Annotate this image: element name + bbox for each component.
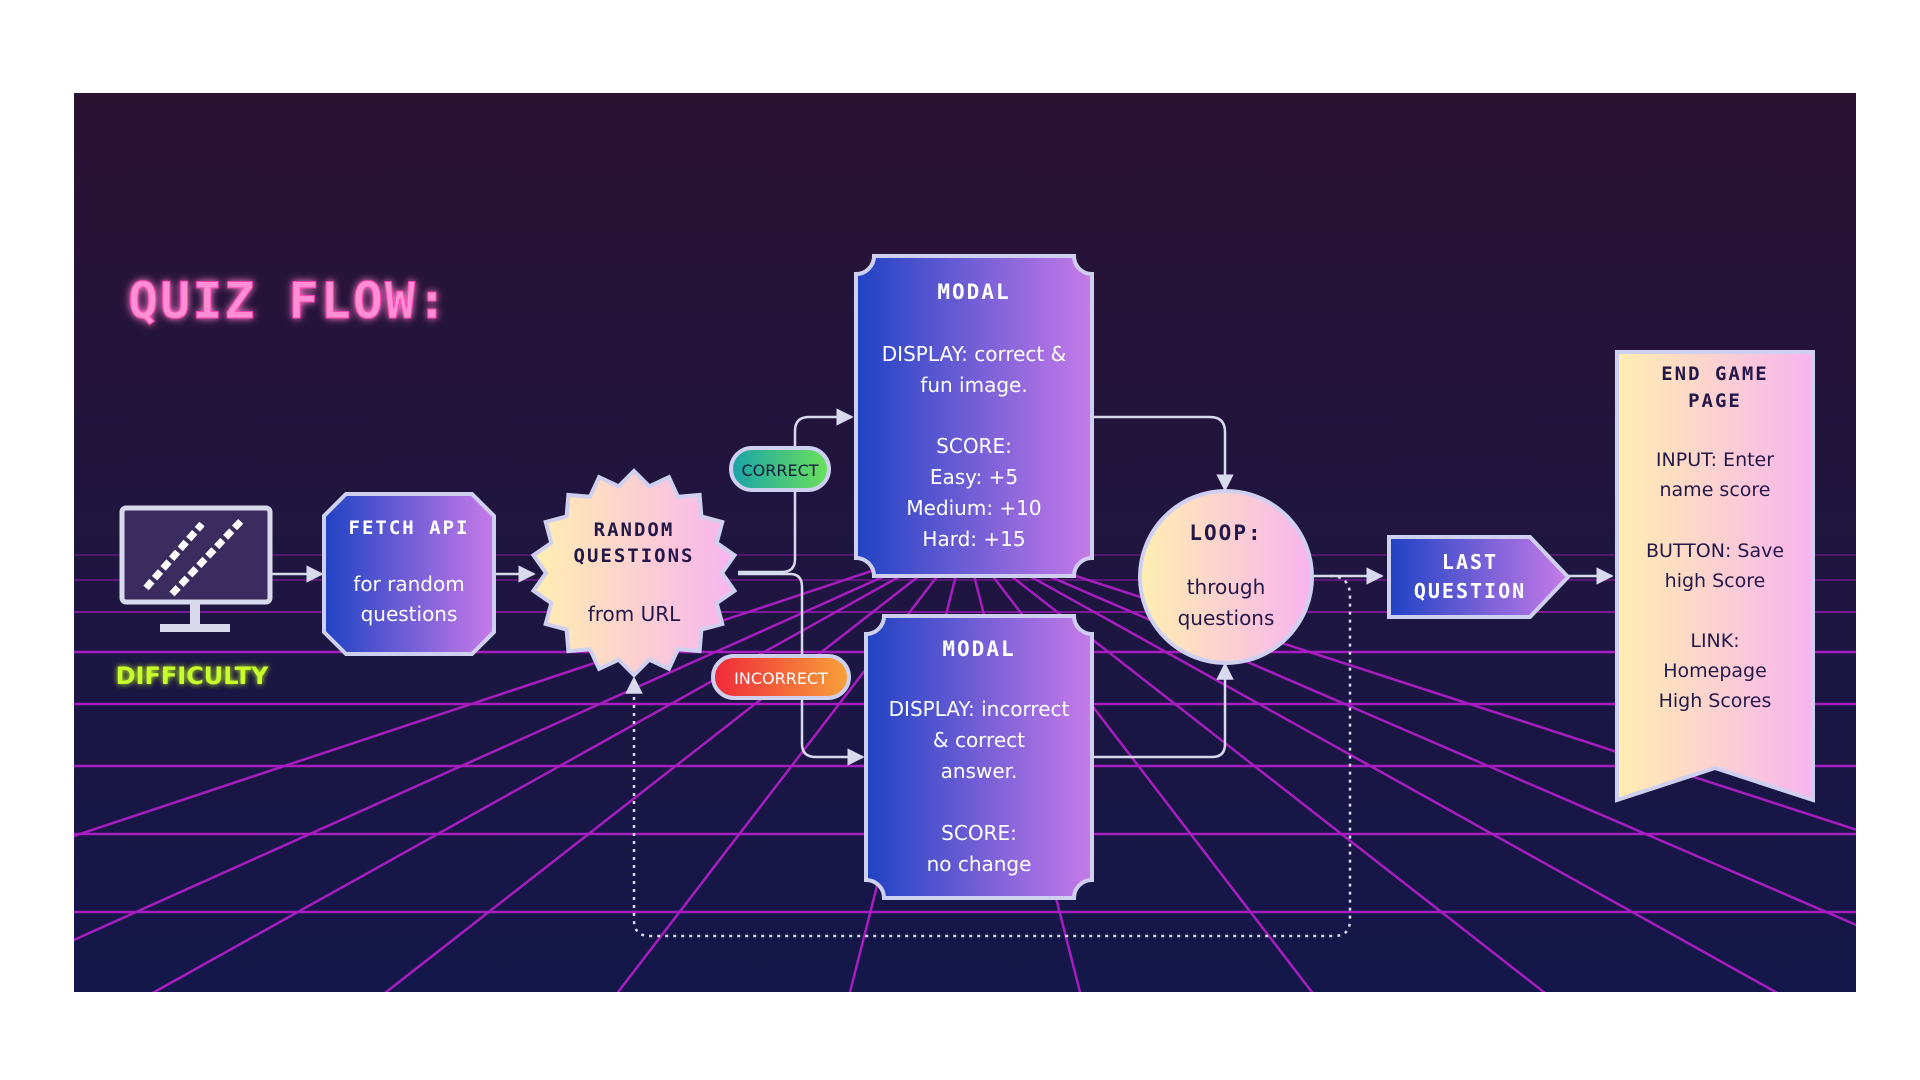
- random-questions-node: RANDOM QUESTIONS from URL: [530, 468, 738, 678]
- modal-correct-display1: DISPLAY: correct &: [882, 342, 1066, 366]
- loop-line2: questions: [1178, 606, 1275, 630]
- random-questions-body: from URL: [588, 602, 681, 626]
- modal-correct-display2: fun image.: [920, 373, 1027, 397]
- monitor-icon: [119, 505, 273, 632]
- modal-incorrect-display3: answer.: [941, 759, 1018, 783]
- incorrect-badge-label: INCORRECT: [734, 669, 828, 688]
- end-game-input2: name score: [1660, 479, 1771, 501]
- random-questions-title1: RANDOM: [594, 519, 675, 541]
- loop-node: LOOP: through questions: [1138, 489, 1314, 665]
- end-game-input1: INPUT: Enter: [1656, 449, 1774, 471]
- random-questions-title2: QUESTIONS: [574, 545, 695, 567]
- correct-badge-label: CORRECT: [741, 461, 818, 480]
- modal-incorrect-title: MODAL: [942, 637, 1015, 661]
- end-game-button1: BUTTON: Save: [1646, 540, 1784, 562]
- correct-badge: CORRECT: [729, 446, 831, 492]
- difficulty-label: DIFFICULTY: [116, 662, 269, 690]
- fetch-api-node: FETCH API for random questions: [322, 492, 496, 656]
- modal-correct-easy: Easy: +5: [930, 465, 1018, 489]
- loop-title: LOOP:: [1189, 521, 1262, 545]
- end-game-title2: PAGE: [1688, 390, 1742, 412]
- last-question-line1: LAST: [1442, 550, 1498, 574]
- modal-correct-title: MODAL: [937, 280, 1010, 304]
- incorrect-badge: INCORRECT: [711, 654, 851, 700]
- modal-correct-medium: Medium: +10: [906, 496, 1041, 520]
- last-question-line2: QUESTION: [1414, 579, 1526, 603]
- modal-incorrect-score-value: no change: [927, 852, 1032, 876]
- modal-incorrect-score-label: SCORE:: [941, 821, 1017, 845]
- last-question-node: LAST QUESTION: [1387, 535, 1571, 619]
- fetch-api-title: FETCH API: [349, 517, 470, 539]
- end-game-page-node: END GAME PAGE INPUT: Enter name score BU…: [1615, 350, 1815, 803]
- modal-incorrect-display1: DISPLAY: incorrect: [889, 697, 1070, 721]
- modal-incorrect-node: MODAL DISPLAY: incorrect & correct answe…: [864, 614, 1094, 900]
- modal-correct-score-label: SCORE:: [936, 434, 1012, 458]
- modal-correct-hard: Hard: +15: [922, 527, 1025, 551]
- end-game-link1: LINK:: [1690, 630, 1739, 652]
- connectors: [272, 408, 1614, 938]
- loop-line1: through: [1187, 575, 1266, 599]
- end-game-link3: High Scores: [1659, 690, 1772, 712]
- end-game-title1: END GAME: [1661, 363, 1769, 385]
- fetch-api-line2: questions: [361, 602, 458, 626]
- end-game-link2: Homepage: [1663, 660, 1767, 682]
- end-game-button2: high Score: [1665, 570, 1766, 592]
- fetch-api-line1: for random: [353, 572, 464, 596]
- diagram-title: QUIZ FLOW:: [128, 272, 449, 330]
- modal-correct-node: MODAL DISPLAY: correct & fun image. SCOR…: [854, 254, 1094, 578]
- modal-incorrect-display2: & correct: [933, 728, 1025, 752]
